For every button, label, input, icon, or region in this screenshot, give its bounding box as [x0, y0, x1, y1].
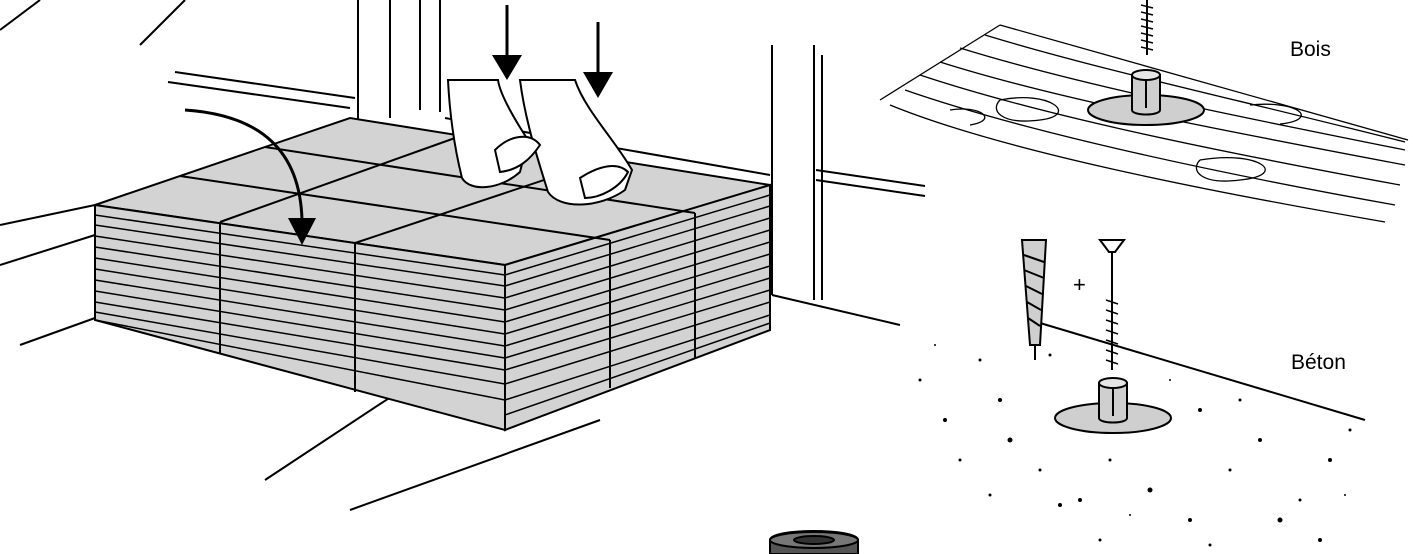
wall-plug-icon — [1020, 239, 1048, 360]
hand-icon — [446, 79, 634, 206]
pedestal-partial — [769, 530, 859, 554]
plus-sign: + — [1073, 272, 1086, 297]
screw-icon — [1098, 239, 1126, 370]
concrete-bracket — [1054, 377, 1172, 434]
tile-stack — [94, 116, 771, 432]
wood-bracket — [1087, 69, 1205, 126]
concrete-label: Béton — [1291, 351, 1346, 374]
concrete-speckles — [918, 344, 1352, 547]
wood-label: Bois — [1290, 38, 1331, 61]
curved-arrow-icon — [184, 108, 316, 245]
down-arrow-icon — [492, 5, 522, 80]
tile-layers — [94, 194, 771, 416]
screw-icon — [1140, 0, 1154, 55]
concrete-panel — [1029, 319, 1366, 421]
down-arrow-icon — [583, 22, 613, 98]
